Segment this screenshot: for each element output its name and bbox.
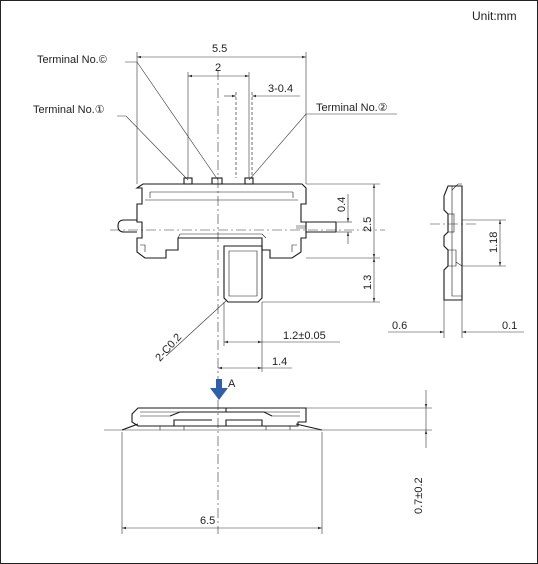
dim-side-right: 0.1	[502, 320, 517, 332]
left-peg	[117, 219, 137, 233]
dim-view-width: 6.5	[200, 515, 215, 527]
view-arrow-icon	[216, 379, 222, 389]
dim-pitch-2: 2	[215, 62, 221, 74]
dim-lead-width: 3-0.4	[268, 83, 293, 95]
terminal-common-label: Terminal No.©	[37, 54, 107, 66]
dim-view-height: 0.7±0.2	[413, 477, 425, 514]
slide-knob	[223, 245, 263, 303]
dim-chamfer: 2-C0.2	[153, 331, 184, 364]
dim-side-height: 1.18	[488, 232, 500, 253]
terminal-2-label: Terminal No.②	[316, 102, 388, 114]
terminal-1-label: Terminal No.①	[33, 104, 105, 116]
dim-height-2-5: 2.5	[362, 217, 374, 232]
dim-knob-width: 1.2±0.05	[283, 330, 326, 342]
front-profile	[131, 407, 307, 427]
side-view: 1.18 0.6 0.1	[388, 183, 524, 338]
housing-outline	[135, 183, 307, 259]
right-lead	[306, 221, 337, 233]
dim-side-left: 0.6	[392, 320, 407, 332]
dim-width-5-5: 5.5	[212, 43, 227, 55]
side-profile	[443, 185, 463, 301]
view-arrow-label: A	[228, 378, 236, 390]
top-view: 5.5 2 3-0.4 Terminal No.© Terminal No.① …	[33, 43, 397, 380]
dim-protrusion-0-4: 0.4	[336, 197, 348, 212]
dim-knob-offset: 1.4	[272, 356, 287, 368]
dim-travel-1-3: 1.3	[362, 275, 374, 290]
units-label: Unit:mm	[472, 9, 517, 23]
view-a: A 6.5 0.7±0.2	[104, 378, 432, 534]
